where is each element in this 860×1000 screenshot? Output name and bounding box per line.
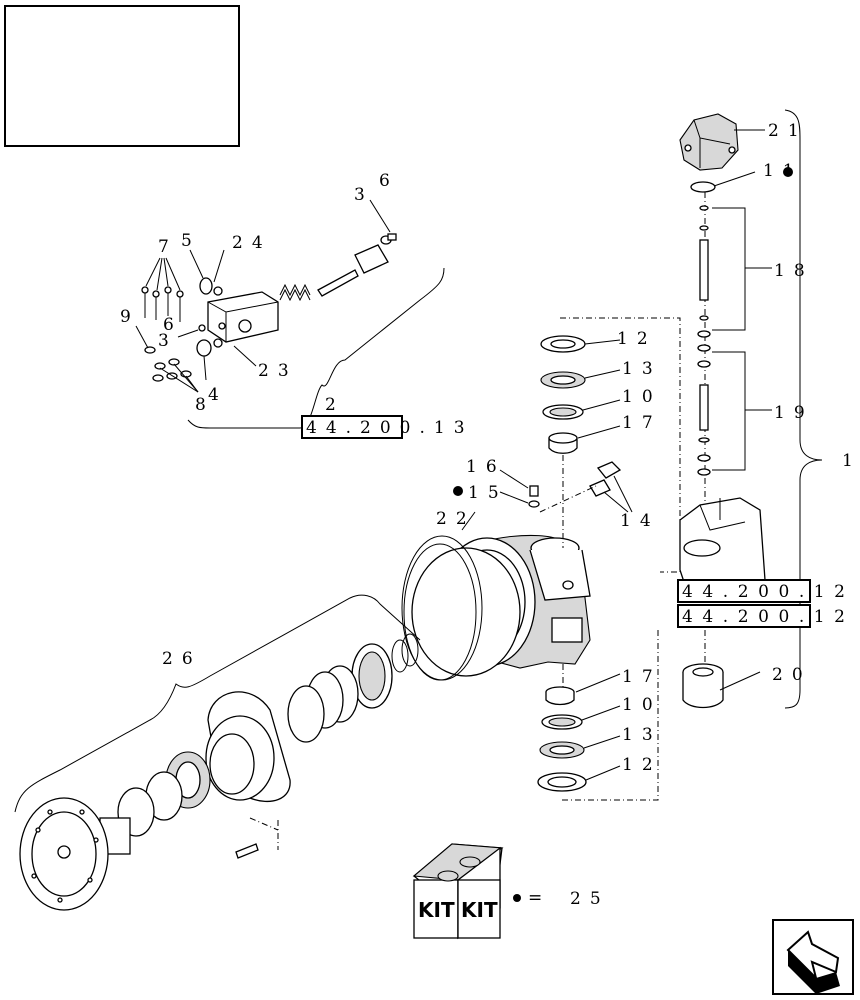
svg-text:44.200.13: 44.200.13 [306, 418, 474, 438]
callout-24: 24 [232, 233, 272, 253]
callout-1: 1 [842, 451, 860, 471]
kit-label-right: KIT [461, 898, 498, 922]
callout-23: 23 [258, 361, 298, 381]
ref-box-44-200-13[interactable]: 44.200.13 [301, 415, 474, 439]
ref-box-44-200-12-b[interactable]: 44.200.12 [677, 604, 854, 628]
valve-body [207, 291, 279, 343]
kit-dot-11 [783, 167, 793, 177]
hub-ring-group [401, 511, 536, 681]
callout-3a: 3 [354, 185, 374, 205]
kit-dot-15 [453, 486, 463, 496]
callout-18: 18 [774, 261, 814, 281]
svg-text:44.200.12: 44.200.12 [682, 607, 854, 627]
bolt-16-washer-15 [499, 469, 540, 508]
callout-3b: 3 [158, 331, 178, 351]
svg-text:44.200.12: 44.200.12 [682, 582, 854, 602]
callout-8: 8 [195, 395, 215, 415]
kit-dot [513, 894, 521, 902]
top-cap [679, 113, 739, 171]
next-page-arrow-icon[interactable] [772, 919, 854, 995]
kit-equals: = [528, 888, 551, 908]
callout-9: 9 [120, 307, 140, 327]
valve-assembly [135, 199, 445, 429]
callout-25: 25 [570, 889, 610, 909]
callout-26: 26 [162, 649, 202, 669]
callout-22: 22 [436, 509, 476, 529]
callout-13b: 13 [622, 725, 662, 745]
callout-16: 16 [466, 457, 506, 477]
callout-10b: 10 [622, 695, 662, 715]
linkage-14 [539, 461, 633, 513]
seal-stack-upper [540, 335, 621, 520]
callout-19: 19 [774, 403, 814, 423]
callout-14: 14 [620, 511, 660, 531]
kit-label-left: KIT [418, 898, 455, 922]
bolts-7 [141, 257, 184, 322]
callout-12a: 12 [617, 329, 657, 349]
callout-10a: 10 [622, 387, 662, 407]
callout-6b: 6 [163, 315, 183, 335]
callout-2: 2 [325, 395, 345, 415]
callout-13a: 13 [622, 359, 662, 379]
seal-stack-lower [537, 673, 621, 792]
callout-17a: 17 [622, 413, 662, 433]
callout-17b: 17 [622, 667, 662, 687]
wheel-hub-group [14, 594, 421, 911]
callout-20: 20 [772, 665, 812, 685]
callout-11: 11 [763, 161, 803, 181]
kit-legend: KIT KIT = [412, 843, 551, 940]
callout-12b: 12 [622, 755, 662, 775]
callout-5: 5 [181, 231, 201, 251]
callout-labels: 1 2 3 3 4 5 6 6 7 8 9 10 10 11 12 12 13 … [120, 121, 860, 909]
callout-4: 4 [208, 385, 228, 405]
callout-7: 7 [158, 237, 178, 257]
callout-15: 15 [468, 483, 508, 503]
title-block [4, 5, 240, 147]
ref-box-44-200-12-a[interactable]: 44.200.12 [677, 579, 854, 603]
spool-and-spring [279, 233, 397, 302]
callout-6a: 6 [379, 171, 399, 191]
callout-21: 21 [768, 121, 808, 141]
